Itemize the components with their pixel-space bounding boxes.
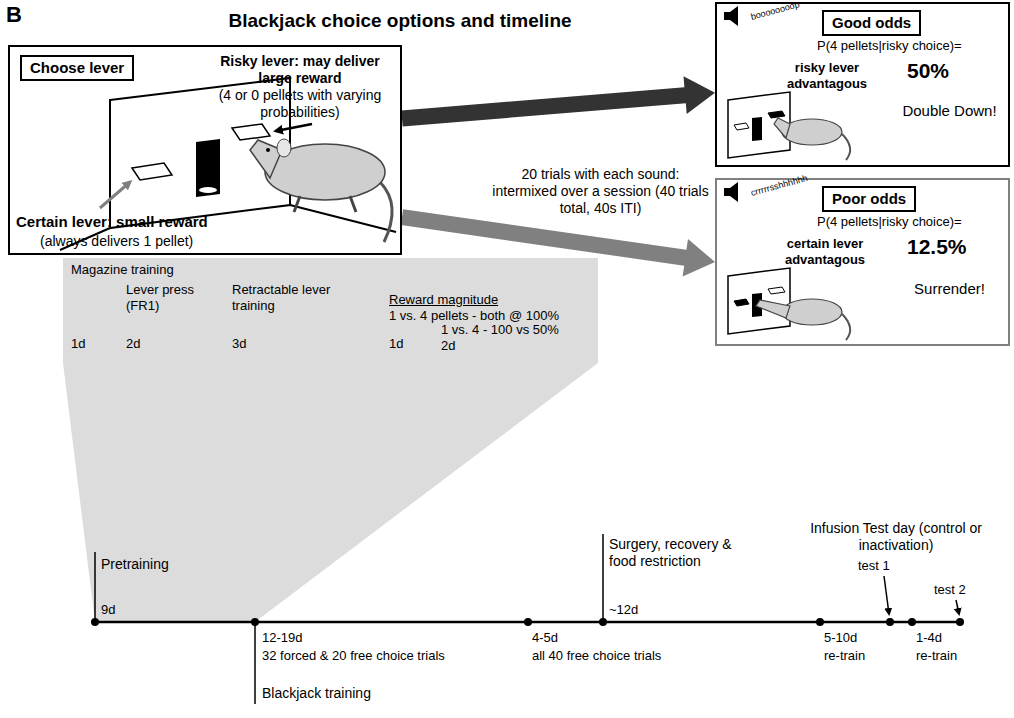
- rat-leg: [350, 196, 356, 212]
- node-text: 1d: [389, 336, 403, 352]
- node-text: certain lever advantagous: [773, 236, 877, 267]
- annotation: 5-10d: [824, 630, 857, 646]
- node-text: crrrrrsshhhhhh: [750, 173, 809, 199]
- certain-lever: [734, 123, 749, 130]
- annotation: 12-19d: [262, 630, 302, 646]
- annotation: Infusion Test day (control or inactivati…: [806, 520, 986, 554]
- pellet: [199, 187, 217, 193]
- annotation: Pretraining: [101, 556, 169, 573]
- annotation: 4-5d: [532, 630, 558, 646]
- node-text: (4 or 0 pellets with varying probabiliti…: [205, 87, 395, 121]
- node-text: 1 vs. 4 pellets - both @ 100%: [389, 308, 559, 324]
- heading-text: Poor odds: [832, 190, 906, 208]
- tick: [94, 552, 96, 622]
- panel-letter: B: [6, 2, 22, 28]
- dot: [251, 618, 259, 626]
- dot: [524, 618, 532, 626]
- test-arrow: [956, 600, 959, 614]
- rat-leg: [294, 196, 300, 212]
- odds-panel: boooooooopP(4 pellets|risky choice)= 50% r…: [715, 2, 1010, 167]
- pretraining-band: Magazine training 1d Lever press (FR1) 2d Re…: [63, 258, 598, 363]
- annotation: Surgery, recovery & food restriction: [609, 536, 739, 570]
- annotation: 9d: [101, 602, 115, 618]
- annotation: all 40 free choice trials: [532, 648, 661, 664]
- node-text: 2d: [441, 338, 455, 354]
- annotation: 20 trials with each sound: intermixed ov…: [488, 166, 713, 216]
- food-magazine: [196, 139, 220, 197]
- node-text: 2d: [126, 336, 140, 352]
- annotation: test 1: [858, 558, 890, 574]
- leader-arrow: [276, 124, 312, 131]
- risky-lever: [232, 124, 270, 140]
- annotation: test 2: [934, 582, 966, 598]
- dot: [599, 618, 607, 626]
- node-text: risky lever advantagous: [777, 60, 877, 91]
- certain-lever: [132, 163, 172, 180]
- node-text: Magazine training: [71, 262, 174, 278]
- choice-panel: Risky lever: may deliver large reward(4 …: [8, 45, 402, 255]
- node-text: Reward magnitude: [389, 292, 498, 308]
- node-text: Retractable lever training: [232, 282, 352, 313]
- node-text: boooooooop: [750, 0, 801, 23]
- rat-body: [782, 299, 842, 325]
- annotation: re-train: [824, 648, 865, 664]
- rat-eye: [266, 148, 270, 152]
- floor-edge: [290, 205, 396, 232]
- dot: [908, 618, 916, 626]
- certain-lever: [734, 299, 749, 306]
- rat-tail: [842, 134, 850, 160]
- annotation: ~12d: [609, 602, 638, 618]
- food-magazine: [752, 117, 762, 141]
- dot: [91, 618, 99, 626]
- node-text: 3d: [232, 336, 246, 352]
- tick: [602, 534, 604, 622]
- node-text: (always delivers 1 pellet): [40, 233, 270, 250]
- annotation: 1-4d: [916, 630, 942, 646]
- annotation: Blackjack training: [262, 685, 371, 702]
- block-arrow: [401, 76, 715, 126]
- speaker-icon: [724, 6, 738, 26]
- heading-text: Good odds: [832, 14, 911, 32]
- annotation: 32 forced & 20 free choice trials: [262, 648, 445, 664]
- node-text: 12.5%: [907, 234, 967, 259]
- node-text: P(4 pellets|risky choice)=: [817, 38, 1007, 54]
- node-text: Lever press (FR1): [126, 282, 221, 313]
- zoom-wedge: [63, 363, 598, 622]
- tick: [254, 622, 256, 704]
- back-wall: [728, 92, 790, 158]
- back-wall: [728, 268, 790, 334]
- node-text: Risky lever: may deliver large reward: [205, 53, 395, 87]
- panel-heading: Choose lever: [20, 55, 134, 81]
- rat-ear: [277, 139, 291, 157]
- dot: [956, 618, 964, 626]
- speaker-icon: [724, 182, 738, 202]
- test-arrow: [884, 576, 889, 614]
- leader-arrow: [100, 182, 130, 208]
- odds-panel: crrrrrsshhhhhhP(4 pellets|risky choice)=…: [715, 178, 1010, 346]
- rat-tail: [380, 182, 392, 242]
- rat-body: [782, 119, 842, 145]
- node-text: Certain lever: small reward: [16, 213, 276, 231]
- node-text: P(4 pellets|risky choice)=: [817, 214, 1007, 230]
- risky-lever: [768, 111, 785, 118]
- panel-heading: Good odds: [822, 10, 921, 36]
- title: Blackjack choice options and timeline: [150, 10, 650, 33]
- node-text: Surrender!: [902, 280, 997, 298]
- heading-text: Choose lever: [30, 59, 124, 77]
- node-text: Double Down!: [902, 102, 997, 120]
- annotation: re-train: [916, 648, 957, 664]
- dot: [816, 618, 824, 626]
- rat-tail: [842, 314, 850, 340]
- risky-lever: [768, 287, 785, 294]
- node-text: 50%: [907, 58, 949, 83]
- dot: [886, 618, 894, 626]
- side-wall: [109, 100, 111, 228]
- rat-head: [774, 118, 790, 138]
- rat-head: [756, 300, 790, 318]
- panel-heading: Poor odds: [822, 186, 916, 212]
- node-text: 1 vs. 4 - 100 vs 50%: [441, 322, 559, 338]
- node-text: 1d: [71, 336, 85, 352]
